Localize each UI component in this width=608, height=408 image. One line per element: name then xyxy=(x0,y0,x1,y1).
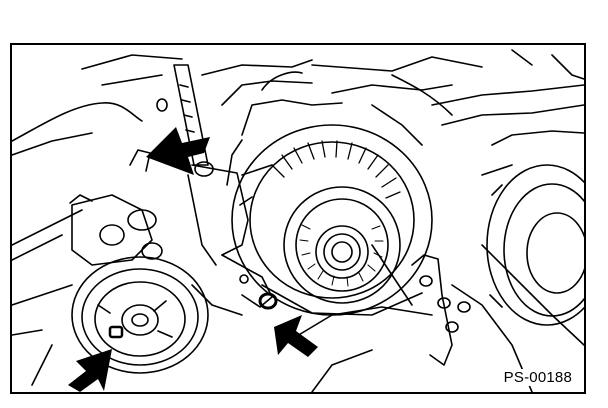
arrow-icon xyxy=(146,127,210,175)
lower-pulley xyxy=(71,256,209,374)
engine-line-drawing xyxy=(12,49,584,392)
arrow-icon xyxy=(68,349,112,392)
engine-block-outline xyxy=(12,49,584,392)
alternator xyxy=(231,124,433,316)
right-bracket xyxy=(411,254,471,366)
right-pump xyxy=(486,164,584,326)
pump-housing xyxy=(69,98,168,266)
alternator-bracket xyxy=(187,161,278,310)
arrow-icon xyxy=(274,315,318,357)
figure-label: PS-00188 xyxy=(501,369,574,386)
adjusting-bar xyxy=(173,64,209,166)
figure-frame: PS-00188 xyxy=(10,43,586,394)
